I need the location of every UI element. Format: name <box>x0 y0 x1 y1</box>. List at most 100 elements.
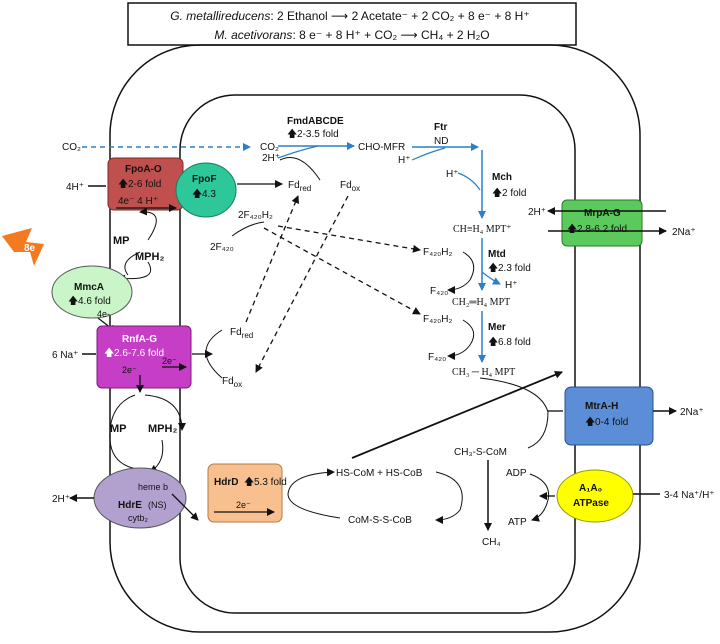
na-h-in-label: 3-4 Na⁺/H⁺ <box>664 490 715 501</box>
fpof-up-icon: 🡅 <box>192 188 202 200</box>
mtd-name: Mtd <box>488 249 506 260</box>
fpoao-complex: FpoA-O 🡅 2-6 fold 4e⁻ 4 H⁺ <box>107 157 184 211</box>
two-na-mtr-label: 2Na⁺ <box>680 407 704 418</box>
mrpag-fold: 2.8-6.2 fold <box>577 224 627 235</box>
mph2-to-hdre <box>149 439 164 473</box>
cho-mfr-label: CHO-MFR <box>358 142 405 153</box>
ch-h4mpt-label: CH≡H₄ MPT⁺ <box>453 224 512 235</box>
mph2-upper-label: MPH₂ <box>135 251 164 263</box>
fd-red-mid-label: Fdred <box>230 327 253 340</box>
inner-cytoplasm <box>179 94 576 614</box>
co2-outside-label: CO₂ <box>62 142 81 153</box>
fpoao-e-h: 4e⁻ 4 H⁺ <box>118 196 158 207</box>
fd-red-top-label: Fdred <box>288 180 311 193</box>
hdre-cyt: cytb₂ <box>128 513 149 523</box>
fd-ox-down-dashed <box>255 195 349 373</box>
eight-e-label: 8e <box>24 243 36 254</box>
mer-f420h2: F₄₂₀H₂ <box>423 314 452 325</box>
fd-red-up-dashed <box>245 195 300 323</box>
fmd-name: FmdABCDE <box>287 116 344 127</box>
mtr-long-arrow <box>351 370 563 459</box>
mtrah-complex: MtrA-H 🡅 0-4 fold <box>564 386 654 446</box>
mer-cofactor-curve <box>447 319 475 360</box>
two-na-mrp-label: 2Na⁺ <box>672 227 696 238</box>
ftr-name: Ftr <box>434 122 447 133</box>
com-s-s-cob-label: CoM-S-S-CoB <box>348 515 412 526</box>
heterodisulfide-reduction-curve <box>287 468 341 519</box>
mer-fold: 🡅 <box>488 336 498 348</box>
mmca-ellipse <box>51 265 133 319</box>
mtd-fold-value: 2.3 fold <box>498 263 531 274</box>
f420h2-to-mtd-dashed <box>277 225 421 253</box>
mp-lower-cycle-left <box>109 394 146 471</box>
fpof-complex: FpoF 🡅 4.3 <box>175 162 237 218</box>
mp-lower-cycle-right <box>144 394 186 431</box>
hdre-to-hdrd-arrow <box>171 493 199 521</box>
mcr-curve <box>435 471 463 524</box>
ch2-h4mpt-label: CH₂═H₄ MPT <box>452 297 510 308</box>
mtd-f420h2: F₄₂₀H₂ <box>423 247 452 258</box>
rnfag-complex: RnfA-G 🡅 2.6-7.6 fold 2e⁻ 2e⁻ <box>96 325 192 389</box>
mtrah-name: MtrA-H <box>585 401 618 412</box>
mp-upper-cycle-bottom <box>124 251 141 276</box>
header-line-1: G. metallireducens: 2 Ethanol ⟶ 2 Acetat… <box>170 9 529 23</box>
f420h2-to-mer-dashed <box>263 227 421 315</box>
hdre-name: HdrE <box>118 500 142 511</box>
mtrah-fold: 0-4 fold <box>595 417 628 428</box>
hdrd-2e: 2e⁻ <box>236 500 251 510</box>
fpoao-up-icon: 🡅 <box>118 178 128 190</box>
fpof-ellipse <box>175 162 237 218</box>
atpase-name-main: A₁A₀ <box>579 483 602 494</box>
fpof-name: FpoF <box>192 174 216 185</box>
mer-name: Mer <box>488 322 506 333</box>
header-equations: G. metallireducens: 2 Ethanol ⟶ 2 Acetat… <box>127 2 577 46</box>
header-line-2: M. acetivorans: 8 e⁻ + 8 H⁺ + CO₂ ⟶ CH₄ … <box>214 28 489 42</box>
mch-h-join <box>457 172 481 191</box>
mtd-fold: 🡅 <box>488 262 498 274</box>
fd-top-cycle <box>279 157 321 181</box>
hdre-ns: (NS) <box>148 500 167 510</box>
ch4-label: CH₄ <box>482 537 501 548</box>
mtrah-up-icon: 🡅 <box>585 416 595 428</box>
two-h-mrp-label: 2H⁺ <box>528 207 546 218</box>
mch-fold: 🡅 <box>492 187 502 199</box>
mmca-up-icon: 🡅 <box>68 295 78 307</box>
mtd-f420: F₄₂₀ <box>430 286 448 297</box>
two-f420h2-label: 2F₄₂₀H₂ <box>238 210 273 221</box>
ftr-h-join <box>411 147 446 161</box>
hdre-complex: heme b HdrE (NS) cytb₂ <box>93 467 187 529</box>
rnfag-fold: 2.6-7.6 fold <box>114 348 164 359</box>
mch-fold-value: 2 fold <box>502 188 526 199</box>
rnfag-box <box>96 325 192 389</box>
fpof-fold: 4.3 <box>202 189 216 200</box>
atpase-complex: A₁A₀ ATPase <box>556 469 634 523</box>
mch-h-label: H⁺ <box>446 169 459 180</box>
six-na-label: 6 Na⁺ <box>52 350 78 361</box>
mer-fold-value: 6.8 fold <box>498 337 531 348</box>
rnfag-name: RnfA-G <box>122 334 157 345</box>
fmd-fold: 🡅 <box>287 128 297 140</box>
two-h-label: 2H⁺ <box>262 153 280 164</box>
atp-synthesis-curve <box>529 473 550 522</box>
co2-inner-label: CO₂ <box>260 142 279 153</box>
mrpag-name: MrpA-G <box>584 208 621 219</box>
mp-upper-label: MP <box>113 235 130 247</box>
four-e-lower: 4e- <box>97 309 110 319</box>
atpase-ellipse <box>556 469 634 523</box>
adp-label: ADP <box>506 468 527 479</box>
ch3-s-com-label: CH₃-S-CoM <box>454 447 507 458</box>
lightning-icon <box>2 228 44 266</box>
hdrd-fold: 5.3 fold <box>254 477 287 488</box>
hdre-heme: heme b <box>138 482 168 492</box>
mtd-h-out <box>481 271 501 285</box>
rnfag-2e-left: 2e⁻ <box>122 365 137 375</box>
mer-f420: F₄₂₀ <box>428 352 446 363</box>
mrpag-box <box>561 199 643 247</box>
two-h-out-label: 2H⁺ <box>52 494 70 505</box>
fmd-fold-value: 2-3.5 fold <box>297 129 339 140</box>
header-box <box>127 2 577 46</box>
hs-com-cob-label: HS-CoM + HS-CoB <box>336 468 423 479</box>
ch3-h4mpt-label: CH₃ ─ H₄ MPT <box>452 367 515 378</box>
hdrd-box <box>207 463 283 523</box>
mmca-complex: MmcA 🡅 4.6 fold <box>51 265 133 319</box>
